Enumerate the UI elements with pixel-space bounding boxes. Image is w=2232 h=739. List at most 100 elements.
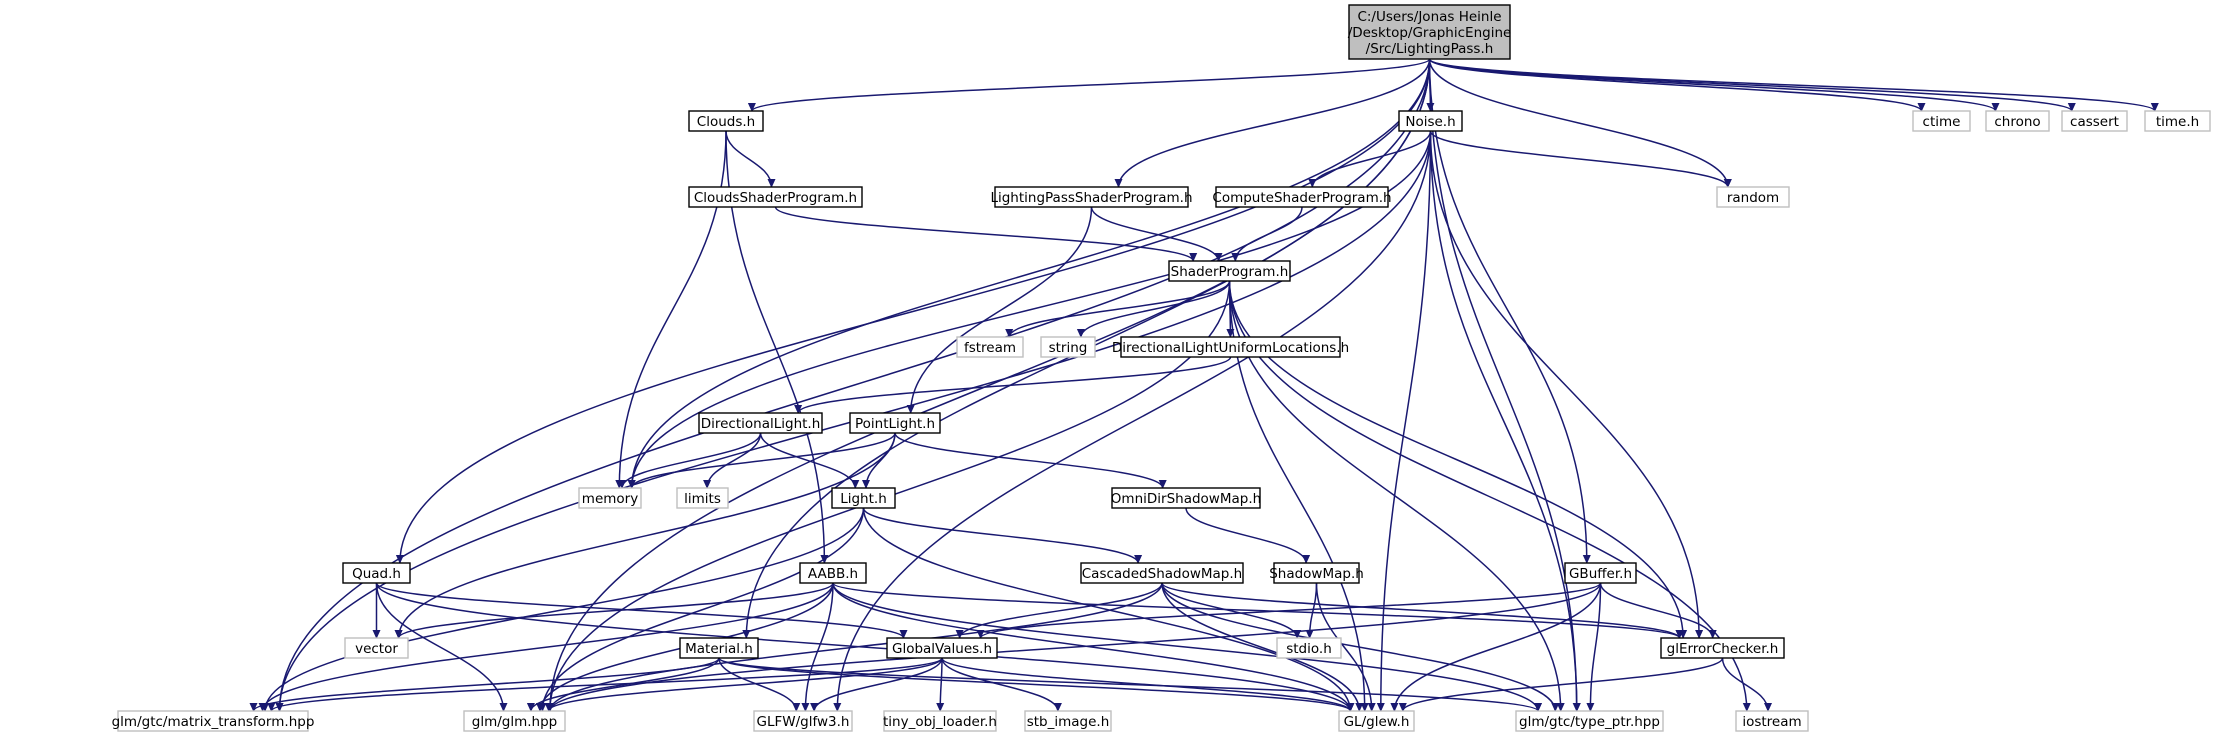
node-light-label: Light.h bbox=[840, 491, 887, 507]
edge-light-to-csm bbox=[862, 507, 1143, 564]
node-csm-label: CascadedShadowMap.h bbox=[1082, 566, 1242, 582]
node-string-box bbox=[1040, 336, 1096, 358]
node-sm[interactable]: ShadowMap.h bbox=[1269, 562, 1364, 584]
node-pl-box bbox=[849, 412, 941, 434]
node-chrono-label: chrono bbox=[1994, 114, 2040, 130]
edge-mat-to-typeptr bbox=[718, 657, 1542, 712]
edge-light-to-glmmt bbox=[261, 507, 865, 712]
edge-quad-to-glew bbox=[375, 582, 1355, 712]
node-noise[interactable]: Noise.h bbox=[1398, 110, 1463, 132]
node-ctime: ctime bbox=[1912, 110, 1971, 132]
node-random: random bbox=[1716, 186, 1790, 208]
node-stdio: stdio.h bbox=[1276, 637, 1342, 659]
node-timeh: time.h bbox=[2144, 110, 2211, 132]
edge-root-to-timeh bbox=[1428, 58, 2159, 112]
node-lpsp[interactable]: LightingPassShaderProgram.h bbox=[990, 186, 1193, 208]
node-cassert-label: cassert bbox=[2070, 114, 2119, 130]
node-ctime-box bbox=[1912, 110, 1971, 132]
node-typeptr-label: glm/gtc/type_ptr.hpp bbox=[1519, 714, 1660, 730]
node-glmmt-label: glm/gtc/matrix_transform.hpp bbox=[112, 714, 315, 730]
node-gv-label: GlobalValues.h bbox=[892, 641, 992, 657]
node-root[interactable]: C:/Users/Jonas Heinle/Desktop/GraphicEng… bbox=[1348, 4, 1512, 60]
node-glm-label: glm/glm.hpp bbox=[472, 714, 557, 730]
node-root-label: /Src/LightingPass.h bbox=[1366, 41, 1494, 57]
node-light[interactable]: Light.h bbox=[831, 487, 896, 509]
node-glfw: GLFW/glfw3.h bbox=[753, 710, 853, 732]
edge-gv-to-glm bbox=[544, 657, 943, 712]
edges-layer bbox=[249, 58, 2159, 712]
edge-noise-to-glew bbox=[1376, 130, 1432, 712]
edge-root-to-clouds bbox=[748, 58, 1431, 112]
node-gbuf-box bbox=[1564, 562, 1637, 584]
node-glew-label: GL/glew.h bbox=[1344, 714, 1410, 730]
edge-dl-to-limits bbox=[703, 432, 762, 489]
node-dl-label: DirectionalLight.h bbox=[701, 416, 821, 432]
edge-gbuf-to-gv bbox=[976, 582, 1602, 639]
edge-noise-to-glfw bbox=[833, 130, 1432, 712]
node-vector-label: vector bbox=[355, 641, 398, 657]
node-memory-label: memory bbox=[582, 491, 638, 507]
edge-root-to-lpsp bbox=[1114, 58, 1431, 188]
node-cloudssp-label: CloudsShaderProgram.h bbox=[694, 190, 857, 206]
node-tol-box bbox=[883, 710, 997, 732]
node-csm[interactable]: CascadedShadowMap.h bbox=[1080, 562, 1244, 584]
node-csp[interactable]: ComputeShaderProgram.h bbox=[1212, 186, 1392, 208]
node-random-box bbox=[1716, 186, 1790, 208]
node-quad[interactable]: Quad.h bbox=[342, 562, 411, 584]
edge-gbuf-to-glm bbox=[545, 582, 1602, 712]
node-timeh-box bbox=[2144, 110, 2211, 132]
node-clouds[interactable]: Clouds.h bbox=[688, 110, 764, 132]
node-glew-box bbox=[1338, 710, 1415, 732]
node-dl[interactable]: DirectionalLight.h bbox=[698, 412, 823, 434]
node-vector: vector bbox=[344, 637, 409, 659]
edge-glerr-to-iostream bbox=[1721, 657, 1773, 712]
node-tol-label: tiny_obj_loader.h bbox=[883, 714, 997, 730]
edge-root-to-memory bbox=[627, 58, 1431, 489]
edge-csp-to-sp bbox=[1231, 206, 1303, 262]
node-glerr[interactable]: glErrorChecker.h bbox=[1660, 637, 1785, 659]
node-glmmt: glm/gtc/matrix_transform.hpp bbox=[112, 710, 315, 732]
edge-gbuf-to-glew bbox=[1390, 582, 1602, 712]
edge-pl-to-odsm bbox=[894, 432, 1167, 489]
edge-gbuf-to-typeptr bbox=[1586, 582, 1602, 712]
node-sp[interactable]: ShaderProgram.h bbox=[1168, 260, 1291, 282]
node-glfw-label: GLFW/glfw3.h bbox=[757, 714, 850, 730]
edge-sp-to-fstream bbox=[1005, 280, 1231, 338]
edge-aabb-to-glfw bbox=[801, 582, 834, 712]
node-cassert: cassert bbox=[2061, 110, 2128, 132]
node-pl-label: PointLight.h bbox=[855, 416, 935, 432]
edge-csm-to-stdio bbox=[1161, 582, 1302, 639]
node-aabb-label: AABB.h bbox=[808, 566, 858, 582]
node-dlul-box bbox=[1120, 336, 1341, 358]
edge-root-to-quad bbox=[395, 58, 1431, 564]
edge-mat-to-glmmt bbox=[249, 657, 720, 712]
node-gbuf[interactable]: GBuffer.h bbox=[1564, 562, 1637, 584]
node-pl[interactable]: PointLight.h bbox=[849, 412, 941, 434]
edge-aabb-to-glerr bbox=[832, 582, 1684, 639]
node-glfw-box bbox=[753, 710, 853, 732]
edge-noise-to-random bbox=[1429, 130, 1732, 188]
edge-aabb-to-vector bbox=[394, 582, 834, 639]
edge-lpsp-to-pl bbox=[906, 206, 1093, 414]
node-glm-box bbox=[463, 710, 566, 732]
node-odsm-box bbox=[1111, 487, 1261, 509]
node-odsm[interactable]: OmniDirShadowMap.h bbox=[1111, 487, 1261, 509]
edge-root-to-typeptr bbox=[1428, 58, 1581, 712]
node-glew: GL/glew.h bbox=[1338, 710, 1415, 732]
node-cloudssp[interactable]: CloudsShaderProgram.h bbox=[688, 186, 863, 208]
edge-pl-to-memory bbox=[627, 432, 896, 489]
edge-mat-to-glfw bbox=[718, 657, 801, 712]
node-aabb[interactable]: AABB.h bbox=[799, 562, 867, 584]
edge-sp-to-glerr bbox=[1228, 280, 1688, 639]
node-mat[interactable]: Material.h bbox=[679, 637, 759, 659]
edge-root-to-glmmt bbox=[275, 58, 1431, 712]
node-glmmt-box bbox=[117, 710, 309, 732]
node-gv[interactable]: GlobalValues.h bbox=[886, 637, 998, 659]
node-mat-label: Material.h bbox=[685, 641, 753, 657]
node-glerr-box bbox=[1660, 637, 1785, 659]
node-odsm-label: OmniDirShadowMap.h bbox=[1111, 491, 1261, 507]
node-limits: limits bbox=[676, 487, 729, 509]
node-dlul[interactable]: DirectionalLightUniformLocations.h bbox=[1112, 336, 1349, 358]
edge-quad-to-gv bbox=[375, 582, 908, 639]
